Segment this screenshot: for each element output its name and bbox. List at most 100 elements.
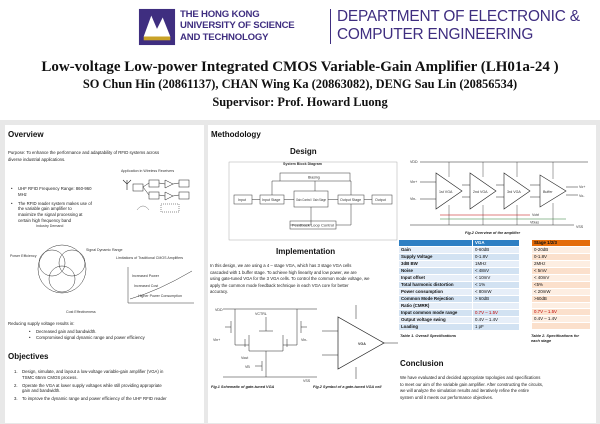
block-biasing: Biasing — [308, 176, 320, 180]
table-row: 0.4V – 1.4V — [531, 315, 591, 324]
symbol-caption: Fig.2 Symbol of a gate-tuned VGA cell — [313, 385, 382, 389]
block-output: Output — [375, 198, 386, 202]
table-row: 0-1.8V — [531, 253, 591, 261]
table-row: 2MHz — [531, 260, 591, 268]
table1-caption: Table 1. Overall Specifications — [400, 333, 457, 338]
table2-caption: Table 2. Specifications for each stage — [531, 333, 580, 343]
list-item: 1. Design, simulate, and layout a low-vo… — [14, 369, 164, 380]
poster-header: THE HONG KONG UNIVERSITY OF SCIENCE AND … — [0, 0, 600, 120]
amp-stage2: 2nd VGA — [473, 190, 488, 194]
amp-vin-plus: Vin+ — [410, 180, 417, 184]
list-item: 2. Operate the VGA at lower supply volta… — [14, 382, 162, 394]
limit-item-1: Increased Power — [132, 274, 160, 278]
list-item: The RFID reader system makes use of the … — [11, 201, 92, 224]
table-row: Power consumption< 80mW — [398, 288, 520, 296]
vga-symbol-label: VGA — [358, 342, 366, 346]
amp-vout-minus: Vo- — [579, 194, 585, 198]
limitations-title: Limitations of Traditional CMOS Amplifie… — [116, 256, 183, 260]
amplifier-overview-diagram: VDD VSS Vin+ Vin- 1st VGA 2nd VGA 3rd VG… — [410, 160, 588, 229]
amp-stage3: 3rd VGA — [507, 190, 521, 194]
list-item: Decreased gain and bandwidth. — [29, 329, 145, 335]
table-row: < 5mV — [531, 267, 591, 275]
limit-item-3: Higher Power Consumption — [138, 294, 182, 298]
block-output-stage: Output Stage — [340, 198, 361, 202]
header-divider — [330, 9, 331, 44]
objectives-list: 1. Design, simulate, and layout a low-vo… — [14, 369, 167, 404]
conclusion-heading: Conclusion — [400, 359, 444, 368]
schem-vss: VSS — [303, 379, 311, 383]
amp-vctrl-label: Vctrl — [532, 213, 539, 217]
table-row: Ratio (CMRR) — [398, 302, 520, 310]
list-item: 3. To improve the dynamic range and powe… — [14, 396, 167, 402]
overview-heading: Overview — [8, 130, 44, 139]
table-row — [531, 301, 591, 310]
block-diagram-title: System Block Diagram — [283, 162, 322, 166]
table-row: <5% — [531, 281, 591, 289]
amp-vout-plus: Vo+ — [579, 185, 585, 189]
department-name: DEPARTMENT OF ELECTRONIC & COMPUTER ENGI… — [337, 8, 580, 43]
vga-symbol: VGA — [322, 305, 398, 379]
table-row: >60dB — [531, 295, 591, 303]
signal-range-label: Signal Dynamic Range — [86, 248, 123, 252]
stage-spec-table: Stage 1/2/3 0-20dB 0-1.8V 2MHz < 5mV < 4… — [531, 239, 591, 330]
block-gain-control: Gain Control / Gain Stage — [296, 198, 326, 202]
table-row: < 20mW — [531, 288, 591, 296]
table-row: Noise< 48nV — [398, 267, 520, 275]
schem-vout: Vout — [241, 356, 248, 360]
poster-authors: SO Chun Hin (20861137), CHAN Wing Ka (20… — [82, 77, 518, 91]
right-panel: Methodology Design System Block Diagram … — [208, 125, 596, 423]
table-row: Common Mode Rejection> 60dB — [398, 295, 520, 303]
schem-vinm: Vin- — [301, 338, 308, 342]
design-heading: Design — [290, 147, 317, 156]
implementation-text: In this design, we are using a 4 – stage… — [210, 263, 370, 295]
amplifier-overview-caption: Fig.2 Overview of the amplifier — [465, 231, 521, 235]
schem-vb: VB — [245, 365, 250, 369]
vga-schematic: VDD VSS VCTRL Vin+ Vin- Vout — [213, 308, 317, 383]
hkust-logo-icon — [138, 8, 176, 46]
wireless-receiver-figure: Application in Wireless Receivers — [121, 169, 190, 213]
left-panel: Overview Purpose: To enhance the perform… — [5, 125, 204, 423]
table-row: Total harmonic distortion< 1% — [398, 281, 520, 289]
table-row: 0-20dB — [531, 246, 591, 254]
amp-vss-label: VSS — [576, 225, 584, 229]
table-row: 0.7V – 1.5V — [531, 308, 591, 317]
overview-purpose: Purpose: To enhance the performance and … — [8, 150, 160, 162]
block-input: Input — [238, 198, 246, 202]
poster-title: Low-voltage Low-power Integrated CMOS Va… — [41, 59, 559, 75]
amp-vdd-label: VDD — [410, 160, 418, 164]
implementation-heading: Implementation — [276, 247, 336, 256]
schem-vinp: Vin+ — [213, 338, 220, 342]
poster-body: Overview Purpose: To enhance the perform… — [0, 120, 600, 424]
list-item: Compromised signal dynamic range and pow… — [29, 335, 145, 341]
schem-vctrl: VCTRL — [255, 312, 267, 316]
limit-item-2: Increased Cost — [134, 284, 158, 288]
block-input-stage: Input Stage — [262, 198, 280, 202]
objectives-heading: Objectives — [8, 352, 49, 361]
industry-demand-figure: Industry Demand Power Efficiency Signal … — [10, 224, 194, 314]
cost-effectiveness-label: Cost Effectiveness — [66, 310, 96, 314]
power-efficiency-label: Power Efficiency — [10, 254, 37, 258]
conclusion-text: We have evaluated and decided appropriat… — [400, 375, 544, 400]
schem-vdd: VDD — [215, 308, 223, 312]
industry-demand-title: Industry Demand — [36, 224, 63, 228]
table-row — [531, 322, 591, 330]
amp-vin-minus: Vin- — [410, 197, 417, 201]
reduce-voltage-bullets: Decreased gain and bandwidth. Compromise… — [29, 329, 145, 341]
amp-buffer: Buffer — [543, 190, 553, 194]
methodology-heading: Methodology — [211, 130, 261, 139]
block-feedback: Feedback Loop Control — [292, 224, 334, 228]
reduce-voltage-text: Reducing supply voltage results in: — [8, 321, 75, 326]
poster-supervisor: Supervisor: Prof. Howard Luong — [212, 95, 388, 109]
table-row: Input offset< 10mV — [398, 274, 520, 282]
application-title: Application in Wireless Receivers — [121, 169, 174, 173]
table-row: < 40mV — [531, 274, 591, 282]
